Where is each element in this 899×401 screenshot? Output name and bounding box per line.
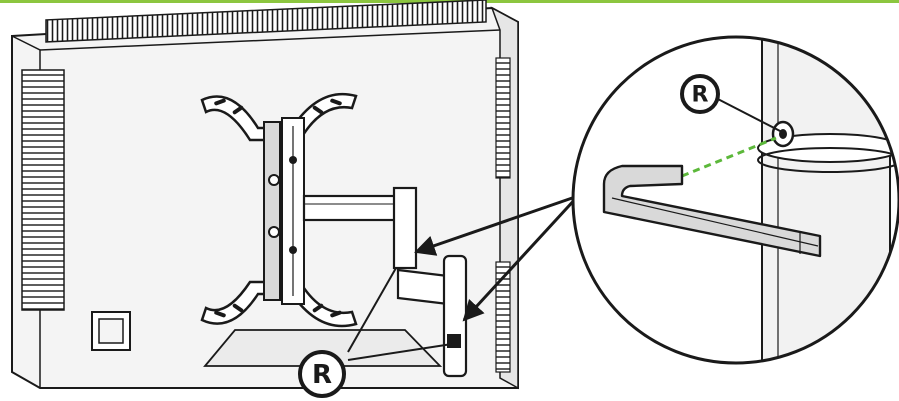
swing-arm [302,186,468,378]
wall-mount-bracket [200,92,358,328]
port-box [91,311,131,351]
hex-key-icon [602,164,822,258]
right-vent-grille-lower [495,261,511,373]
left-vent-grille [21,69,65,311]
callout-r-detail: R [680,74,783,133]
magnifier-circle [571,35,899,365]
detail-mount-post [761,37,891,363]
callout-r-bottom: R [298,350,346,398]
alignment-guide [681,136,777,178]
top-vent-grille [45,0,487,43]
callout-r-bottom-label: R [312,360,332,390]
right-vent-grille-upper [495,57,511,179]
bolt-head-icon [771,120,795,148]
pointer-arrows [347,194,580,361]
base-recess [203,329,443,367]
callout-r-detail-label: R [692,83,709,108]
